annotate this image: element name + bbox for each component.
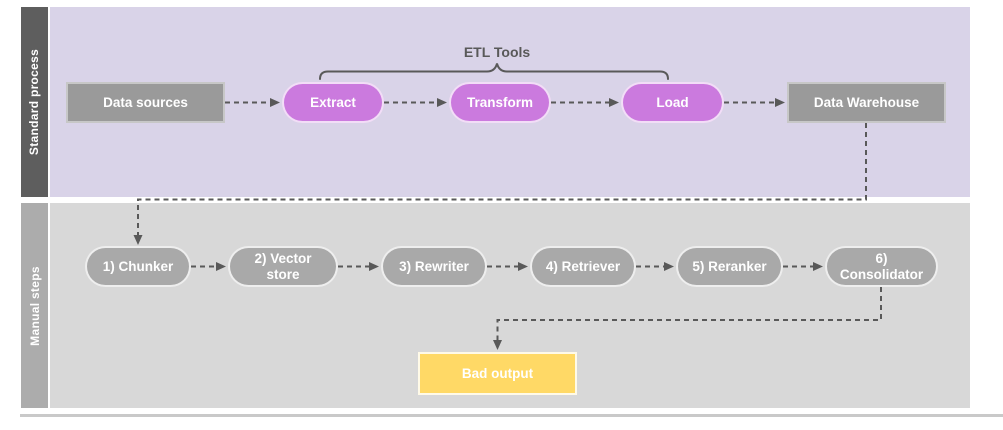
node-load-label: Load (656, 94, 689, 110)
node-chunker: 1) Chunker (85, 246, 191, 287)
node-retriever: 4) Retriever (530, 246, 636, 287)
node-retriever-label: 4) Retriever (545, 258, 621, 274)
bottom-lane-divider (20, 414, 1003, 417)
node-bad-output: Bad output (418, 352, 577, 395)
node-data-sources: Data sources (66, 82, 225, 123)
node-vector-store: 2) Vector store (228, 246, 338, 287)
lane-standard-process-label: Standard process (27, 48, 42, 156)
node-rewriter-label: 3) Rewriter (399, 258, 469, 274)
node-chunker-label: 1) Chunker (102, 258, 174, 274)
node-transform-label: Transform (466, 94, 534, 110)
lane-manual-steps-label: Manual steps (27, 265, 42, 346)
node-bad-output-label: Bad output (461, 365, 534, 381)
node-extract-label: Extract (310, 94, 356, 110)
lane-standard-process-strip: Standard process (21, 7, 48, 197)
node-consolidator: 6) Consolidator (825, 246, 938, 287)
etl-tools-bracket-label: ETL Tools (463, 44, 531, 60)
node-data-warehouse: Data Warehouse (787, 82, 946, 123)
node-load: Load (621, 82, 724, 123)
node-data-warehouse-label: Data Warehouse (813, 94, 920, 110)
node-transform: Transform (449, 82, 551, 123)
node-rewriter: 3) Rewriter (381, 246, 487, 287)
node-reranker: 5) Reranker (676, 246, 783, 287)
node-extract: Extract (282, 82, 384, 123)
node-reranker-label: 5) Reranker (692, 258, 767, 274)
node-consolidator-label: 6) Consolidator (839, 250, 924, 282)
node-data-sources-label: Data sources (103, 94, 188, 110)
node-vector-store-label: 2) Vector store (254, 250, 312, 282)
lane-manual-steps-strip: Manual steps (21, 203, 48, 408)
